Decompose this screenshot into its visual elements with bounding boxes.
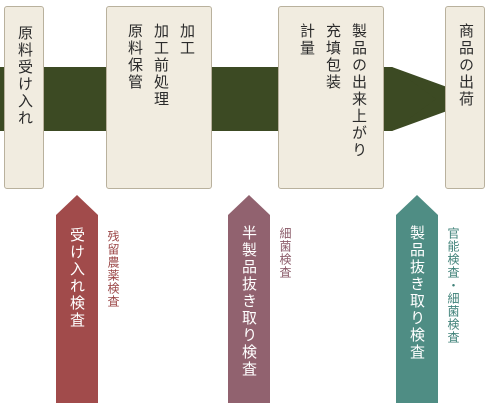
step-packaging-line-1: 製品の出来上がり [350, 23, 368, 159]
step-box-receiving: 原料受け入れ [4, 6, 44, 189]
inspection-title-semi-product: 半製品抜き取り検査 [240, 225, 258, 378]
step-box-processing: 加工 加工前処理 原料保管 [106, 6, 212, 189]
step-processing-line-3: 原料保管 [126, 23, 144, 91]
inspection-detail-semi-product: 細菌検査 [278, 227, 292, 279]
flow-band-arrowhead [380, 67, 436, 131]
step-packaging-line-3: 計量 [298, 23, 316, 57]
inspection-detail-receiving: 残留農薬検査 [106, 230, 120, 308]
step-box-packaging: 製品の出来上がり 充填包装 計量 [278, 6, 384, 189]
inspection-arrow-product [396, 195, 438, 403]
inspection-arrow-receiving [56, 195, 98, 403]
inspection-title-receiving: 受け入れ検査 [68, 227, 86, 329]
inspection-detail-product: 官能検査・細菌検査 [446, 227, 460, 344]
step-receiving-line: 原料受け入れ [16, 25, 34, 127]
inspection-arrow-semi-product [228, 195, 270, 403]
inspection-title-product: 製品抜き取り検査 [408, 225, 426, 361]
step-processing-line-2: 加工前処理 [152, 23, 170, 108]
step-box-shipping: 商品の出荷 [445, 6, 485, 189]
step-shipping-line: 商品の出荷 [457, 23, 475, 108]
step-packaging-line-2: 充填包装 [324, 23, 342, 91]
step-processing-line-1: 加工 [178, 23, 196, 57]
